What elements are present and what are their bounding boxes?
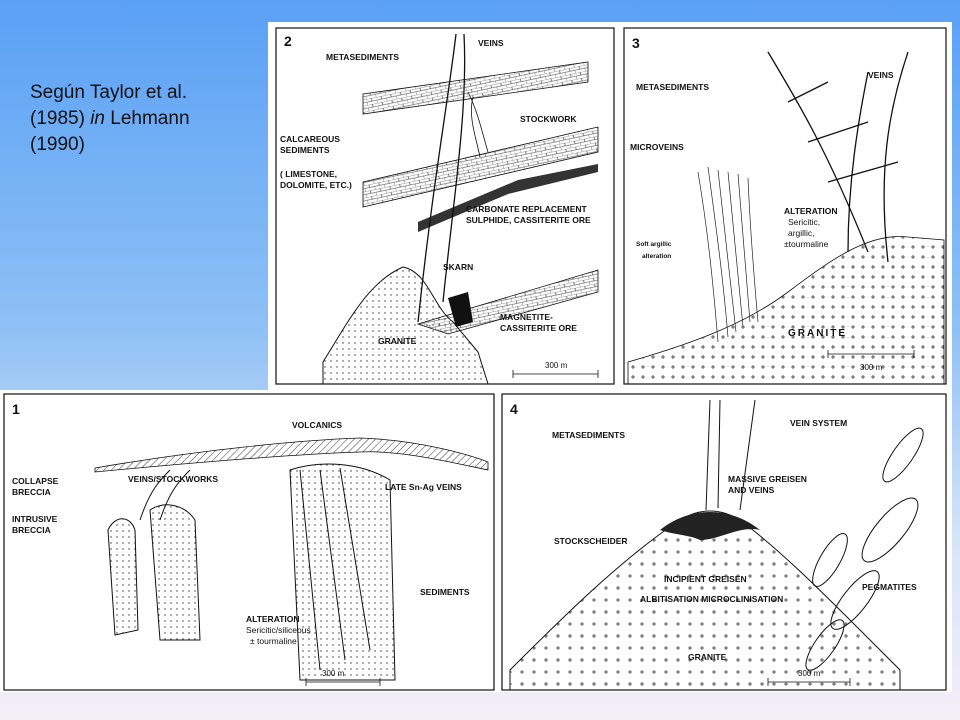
label-alteration-1: ALTERATION [246,614,300,624]
granite-body-3 [627,236,945,385]
scale-label-4: 300 m [798,669,821,678]
label-granite-3: GRANITE [788,328,847,339]
label-alteration-3-line4: ±tourmaline [784,239,829,249]
figure-top-panel: 2 METASEDIMENTS VEINS STOCKWORK CALCAREO… [268,22,952,390]
scale-bar-4 [767,678,851,686]
caption-line-2: (1985) in Lehmann [30,106,260,132]
massive-greisen-cap [660,512,760,540]
calcareous-bed-upper [362,61,589,115]
collapse-breccia-pipe [149,504,201,641]
label-alteration-3-line2: Sericitic, [788,217,820,227]
label-veins-2: VEINS [478,38,504,48]
label-massive-greisen-1: MASSIVE GREISEN [728,474,807,484]
label-alteration-3: ALTERATION [784,206,838,216]
label-granite-2: GRANITE [378,336,417,346]
label-limestone-1: ( LIMESTONE, [280,169,337,179]
label-soft-argillic-2: alteration [642,253,671,260]
label-stockwork: STOCKWORK [520,114,577,124]
stockwork-veins-1 [139,467,371,671]
label-veins-3: VEINS [868,70,894,80]
label-intrusive-1: INTRUSIVE [12,514,58,524]
caption-line-3: (1990) [30,134,85,155]
scale-label-1: 300 m [322,669,345,678]
label-alteration-3-line3: argillic, [788,228,814,238]
label-incipient-greisen: INCIPIENT GREISEN [664,574,747,584]
label-calcareous-2: SEDIMENTS [280,145,330,155]
label-carbonate-2: SULPHIDE, CASSITERITE ORE [466,215,591,225]
label-carbonate-1: CARBONATE REPLACEMENT [466,204,588,214]
label-limestone-2: DOLOMITE, ETC.) [280,180,352,190]
citation-caption: Según Taylor et al. (1985) in Lehmann (1… [30,80,260,158]
microveins-lines [697,166,759,343]
label-vein-system: VEIN SYSTEM [790,418,847,428]
label-soft-argillic-1: Soft argillic [636,241,672,248]
diagrams-2-3-svg: 2 METASEDIMENTS VEINS STOCKWORK CALCAREO… [275,27,947,385]
label-pegmatites: PEGMATITES [862,582,917,592]
caption-line-2-post: Lehmann [105,108,190,129]
diagram-3: 3 METASEDIMENTS VEINS MICROVEINS [623,27,947,385]
label-skarn: SKARN [443,262,473,272]
scale-bar-1 [305,678,381,686]
label-late-sn-ag-veins: LATE Sn-Ag VEINS [385,482,462,492]
scale-bar-2 [512,370,599,378]
volcanics-layer [94,437,489,473]
scale-label-3: 300 m [860,363,883,372]
label-stockscheider: STOCKSCHEIDER [554,536,628,546]
label-magnetite-1: MAGNETITE- [500,312,553,322]
label-calcareous-1: CALCAREOUS [280,134,340,144]
vein-line-1 [417,33,457,323]
stockwork-lines [467,91,489,158]
diagram-3-number: 3 [632,35,640,51]
caption-line-2-pre: (1985) [30,108,91,129]
granite-dome [509,510,901,691]
diagram-2: 2 METASEDIMENTS VEINS STOCKWORK CALCAREO… [275,27,615,385]
vein-system-lines [705,399,756,511]
diagram-2-number: 2 [284,33,292,49]
label-alteration-1-line2: Sericitic/siliceous [246,625,311,635]
scale-bar-3 [827,350,915,358]
label-collapse-2: BRECCIA [12,487,51,497]
label-granite-4: GRANITE [688,652,727,662]
label-massive-greisen-2: AND VEINS [728,485,775,495]
magnetite-ore-body [448,292,473,327]
label-alteration-1-line3: ± tourmaline [250,636,297,646]
veins-branches [767,51,909,263]
label-collapse-1: COLLAPSE [12,476,59,486]
label-metasediments-2: METASEDIMENTS [326,52,399,62]
label-metasediments-4: METASEDIMENTS [552,430,625,440]
label-veins-stockworks: VEINS/STOCKWORKS [128,474,218,484]
pegmatite-lenses [805,427,924,671]
diagram-1: 1 VOLCANICS VEINS/STOCKWORKS LATE Sn-Ag … [3,393,495,691]
label-volcanics: VOLCANICS [292,420,342,430]
caption-line-2-italic: in [90,108,105,129]
intrusive-breccia-pipe [107,518,139,636]
figure-bottom-panel: 1 VOLCANICS VEINS/STOCKWORKS LATE Sn-Ag … [0,390,952,692]
vein-line-2 [442,33,466,303]
calcareous-bed-middle [362,126,599,208]
label-albitisation: ALBITISATION MICROCLINISATION [640,594,783,604]
label-magnetite-2: CASSITERITE ORE [500,323,577,333]
granite-body-2 [322,266,489,385]
diagrams-1-4-svg: 1 VOLCANICS VEINS/STOCKWORKS LATE Sn-Ag … [3,393,947,691]
label-metasediments-3: METASEDIMENTS [636,82,709,92]
diagram-1-number: 1 [12,401,20,417]
label-sediments: SEDIMENTS [420,587,470,597]
caption-line-1: Según Taylor et al. [30,82,188,103]
diagram-4: 4 METASEDIMENTS VEIN SYSTEM MASSIVE GREI… [501,393,947,691]
carbonate-replacement-ore [418,164,598,232]
scale-label-2: 300 m [545,361,568,370]
label-microveins: MICROVEINS [630,142,684,152]
label-intrusive-2: BRECCIA [12,525,51,535]
late-veins-pipe [289,463,396,681]
diagram-4-number: 4 [510,401,518,417]
